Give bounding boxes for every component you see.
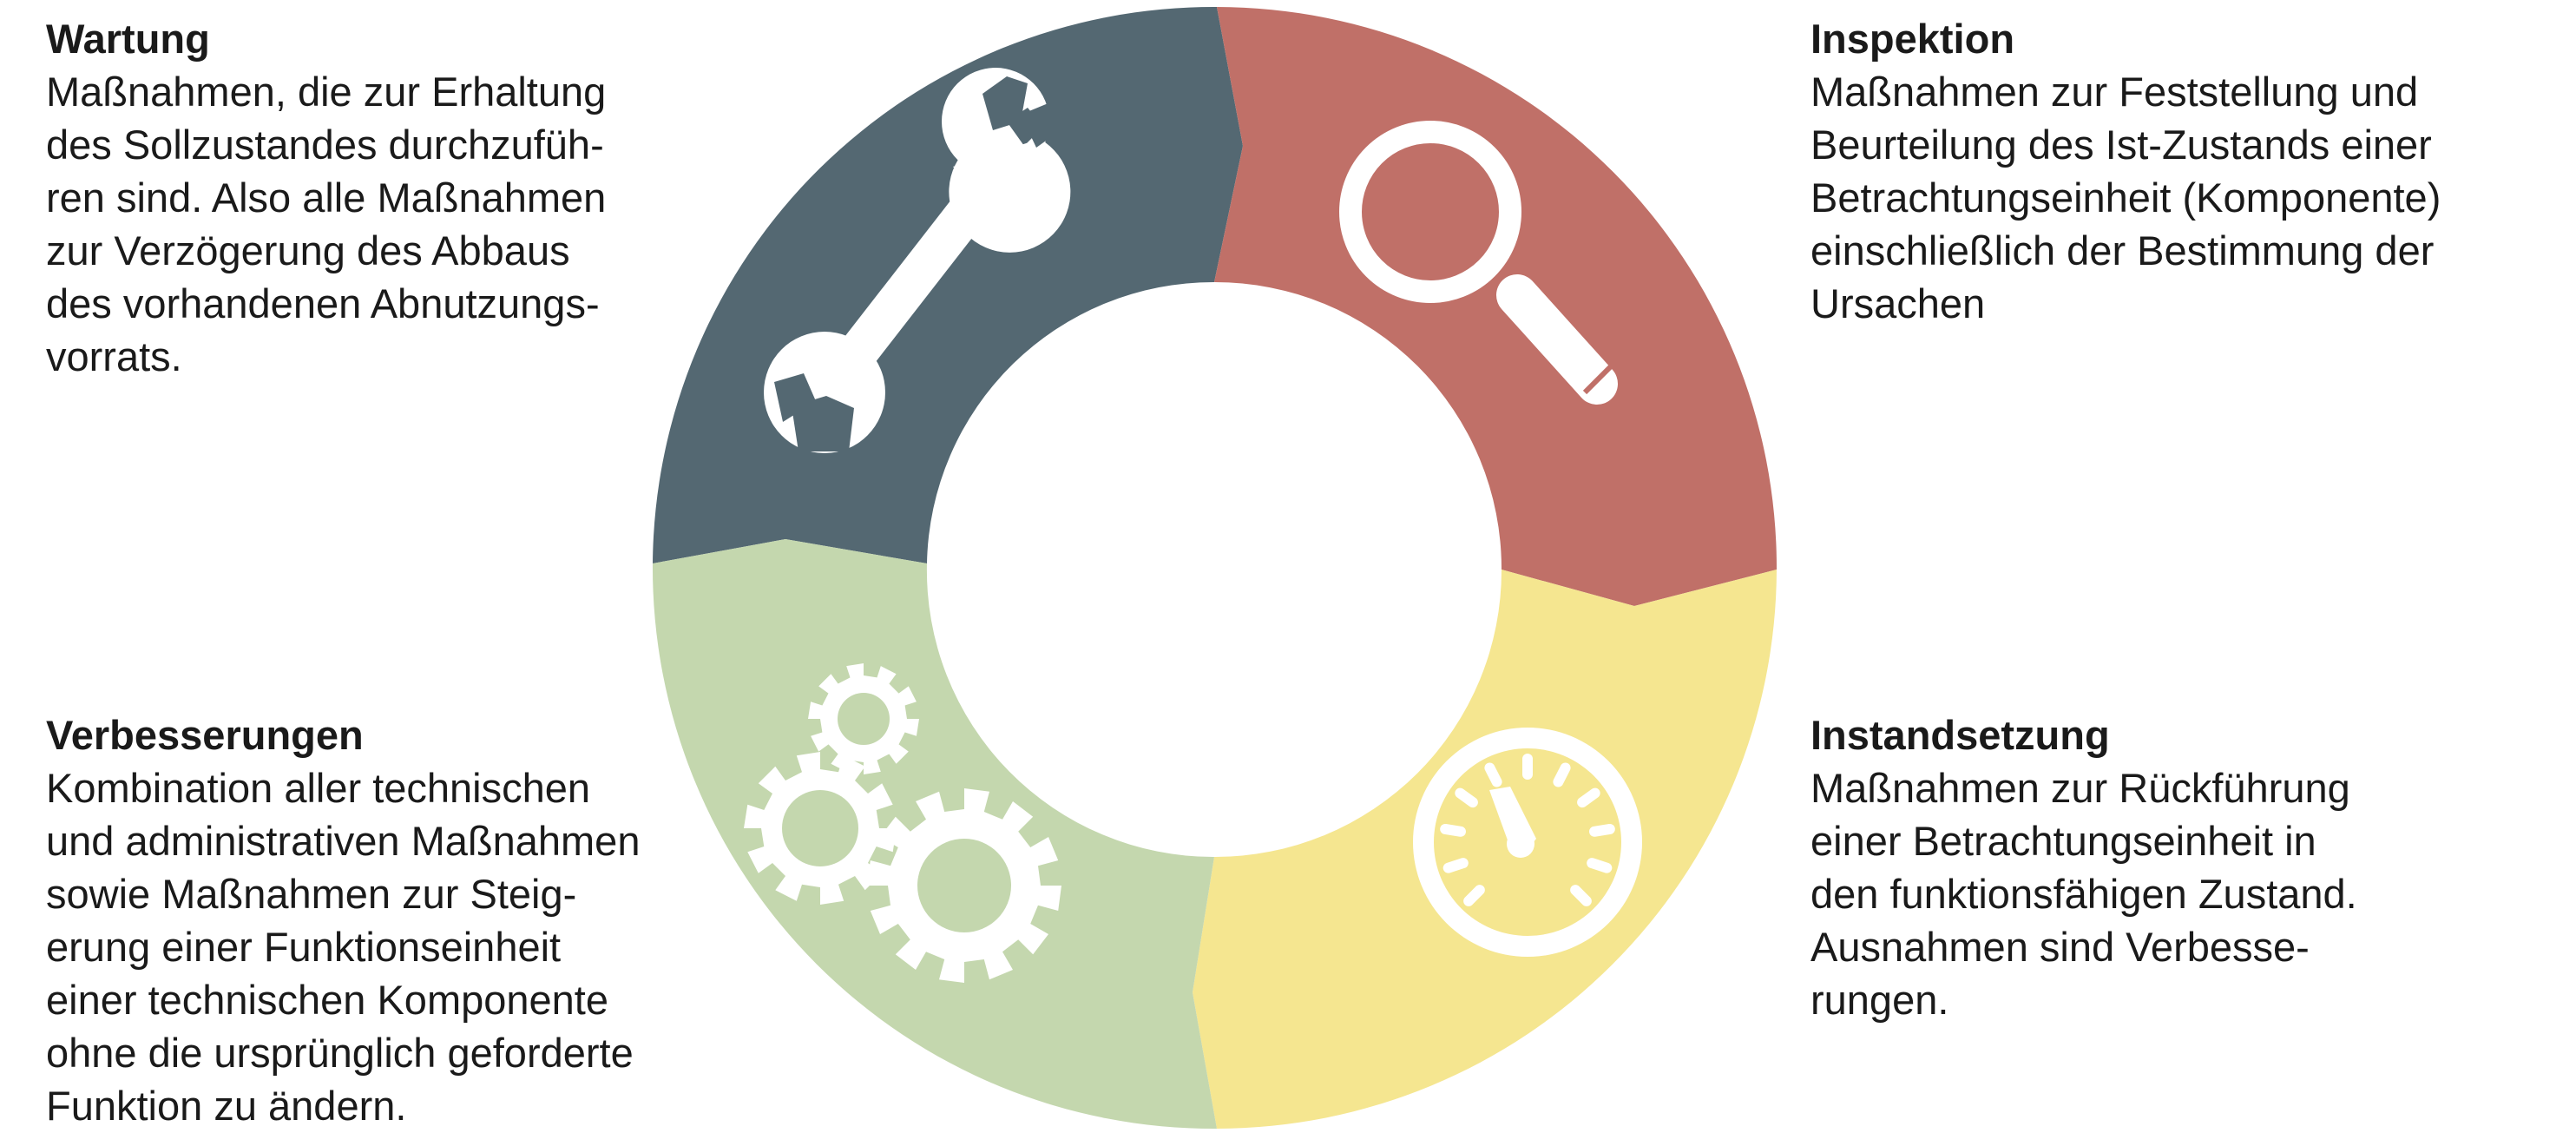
section-text-line: sowie Maßnahmen zur Steig- [46, 871, 577, 917]
section-text-line: und administrativen Maßnahmen [46, 818, 641, 864]
section-text-line: Ausnahmen sind Verbesse- [1810, 924, 2310, 970]
section-text-line: des Sollzustandes durchzufüh- [46, 122, 604, 168]
section-text-line: Maßnahmen zur Rückführung [1810, 765, 2350, 811]
section-inspektion: Inspektion Maßnahmen zur Feststellung un… [1810, 12, 2441, 330]
gear-hole [782, 790, 858, 866]
section-text-line: ohne die ursprünglich geforderte [46, 1030, 634, 1076]
gauge-tick [1553, 762, 1571, 787]
gauge-tick [1570, 885, 1592, 906]
gear-hole [838, 693, 890, 745]
section-text-line: des vorhandenen Abnutzungs- [46, 280, 600, 326]
wrench-jaw-cutouts [774, 76, 1061, 451]
section-text-line: Funktion zu ändern. [46, 1083, 407, 1129]
section-text-line: Ursachen [1810, 280, 1986, 326]
section-title-instandsetzung: Instandsetzung [1810, 712, 2110, 758]
section-instandsetzung: Instandsetzung Maßnahmen zur Rückführung… [1810, 708, 2357, 1026]
section-text-line: Kombination aller technischen [46, 765, 591, 811]
section-text-line: vorrats. [46, 333, 182, 379]
gauge-tick [1587, 858, 1613, 873]
gauge-tick [1484, 762, 1502, 787]
section-text-line: einschließlich der Bestimmung der [1810, 227, 2435, 273]
section-wartung: Wartung Maßnahmen, die zur Erhaltung des… [46, 12, 606, 383]
gauge-tick [1455, 787, 1478, 808]
section-title-wartung: Wartung [46, 16, 210, 62]
section-text-line: Maßnahmen zur Feststellung und [1810, 69, 2419, 115]
segment-wartung [653, 6, 1243, 564]
section-text-line: zur Verzögerung des Abbaus [46, 227, 570, 273]
section-text-line: den funktionsfähigen Zustand. [1810, 871, 2357, 917]
gauge-tick [1577, 787, 1600, 808]
section-verbesserungen: Verbesserungen Kombination aller technis… [46, 708, 640, 1132]
wrench-icon [764, 68, 1071, 453]
section-title-inspektion: Inspektion [1810, 16, 2015, 62]
gauge-tick [1589, 823, 1615, 837]
gear-hole [917, 839, 1011, 932]
section-text-line: Beurteilung des Ist-Zustands einer [1810, 122, 2432, 168]
magnifier-icon [1339, 121, 1618, 405]
section-title-verbesserungen: Verbesserungen [46, 712, 364, 758]
section-text-line: einer technischen Komponente [46, 977, 608, 1023]
gauge-tick [1440, 823, 1466, 837]
section-text-line: ren sind. Also alle Maßnahmen [46, 175, 607, 221]
section-text-line: Maßnahmen, die zur Erhaltung [46, 69, 607, 115]
section-text-line: erung einer Funktionseinheit [46, 924, 562, 970]
gauge-tick [1442, 858, 1469, 873]
gears-icon [744, 663, 1061, 983]
gauge-tick [1463, 885, 1485, 906]
section-text-line: Betrachtungseinheit (Komponente) [1810, 175, 2441, 221]
section-text-line: rungen. [1810, 977, 1949, 1023]
gauge-icon [1413, 728, 1642, 957]
section-text-line: einer Betrachtungseinheit in [1810, 818, 2316, 864]
segment-inspektion [1214, 7, 1778, 606]
